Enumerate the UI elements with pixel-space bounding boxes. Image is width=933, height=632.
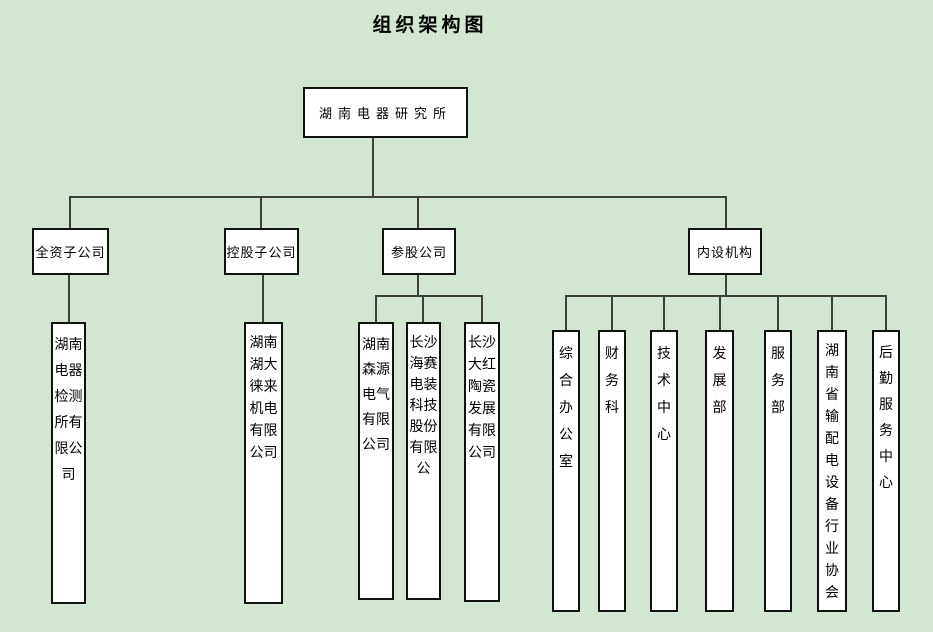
connector-line bbox=[417, 275, 419, 297]
connector-line bbox=[375, 295, 377, 322]
node-label: 全资子公司 bbox=[35, 245, 106, 260]
node-leaf-hunan-electric-testing-institute: 湖南电器检测所有限公司 bbox=[51, 322, 86, 604]
node-leaf-hunan-power-transmission-equipment-association: 湖南省输配电设备行业协会 bbox=[817, 330, 847, 612]
node-label: 湖南电器研究所 bbox=[318, 106, 452, 121]
connector-line bbox=[725, 275, 727, 297]
node-leaf-changsha-haisai-electric: 长沙海赛电装科技股份有限公 bbox=[406, 322, 441, 600]
node-label: 内设机构 bbox=[696, 245, 753, 260]
node-leaf-general-office: 综合办公室 bbox=[552, 330, 580, 612]
node-label: 控股子公司 bbox=[226, 245, 297, 260]
connector-line bbox=[68, 275, 70, 322]
node-leaf-technology-center: 技术中心 bbox=[650, 330, 678, 612]
connector-line bbox=[372, 138, 374, 198]
connector-line bbox=[565, 295, 887, 297]
node-leaf-logistics-service-center: 后勤服务中心 bbox=[872, 330, 900, 612]
node-leaf-changsha-dahong-ceramics: 长沙大红陶瓷发展有限公司 bbox=[464, 322, 500, 602]
node-leaf-finance-section: 财务科 bbox=[598, 330, 626, 612]
connector-line bbox=[417, 196, 419, 228]
node-group-holding-subsidiaries: 控股子公司 bbox=[224, 228, 299, 275]
node-leaf-service-department: 服务部 bbox=[764, 330, 792, 612]
connector-line bbox=[725, 196, 727, 228]
node-root-hunan-electric-research-institute: 湖南电器研究所 bbox=[303, 87, 468, 138]
node-group-equity-participation-companies: 参股公司 bbox=[382, 228, 456, 275]
connector-line bbox=[565, 295, 567, 330]
connector-line bbox=[260, 196, 262, 228]
connector-line bbox=[481, 295, 483, 322]
connector-line bbox=[663, 295, 665, 330]
connector-line bbox=[69, 196, 727, 198]
connector-line bbox=[375, 295, 483, 297]
node-group-wholly-owned-subsidiaries: 全资子公司 bbox=[32, 228, 109, 275]
node-leaf-hunan-huda-lailai-electromechanical: 湖南湖大徕来机电有限公司 bbox=[244, 322, 283, 604]
connector-line bbox=[719, 295, 721, 330]
page-title: 组织架构图 bbox=[372, 15, 488, 36]
connector-line bbox=[831, 295, 833, 330]
node-label: 参股公司 bbox=[390, 245, 447, 260]
node-group-internal-departments: 内设机构 bbox=[688, 228, 762, 275]
connector-line bbox=[611, 295, 613, 330]
node-leaf-hunan-senyuan-electric: 湖南森源电气有限公司 bbox=[358, 322, 394, 600]
node-leaf-development-department: 发展部 bbox=[705, 330, 734, 612]
connector-line bbox=[69, 196, 71, 228]
connector-line bbox=[777, 295, 779, 330]
connector-line bbox=[262, 275, 264, 322]
connector-line bbox=[885, 295, 887, 330]
connector-line bbox=[422, 295, 424, 322]
